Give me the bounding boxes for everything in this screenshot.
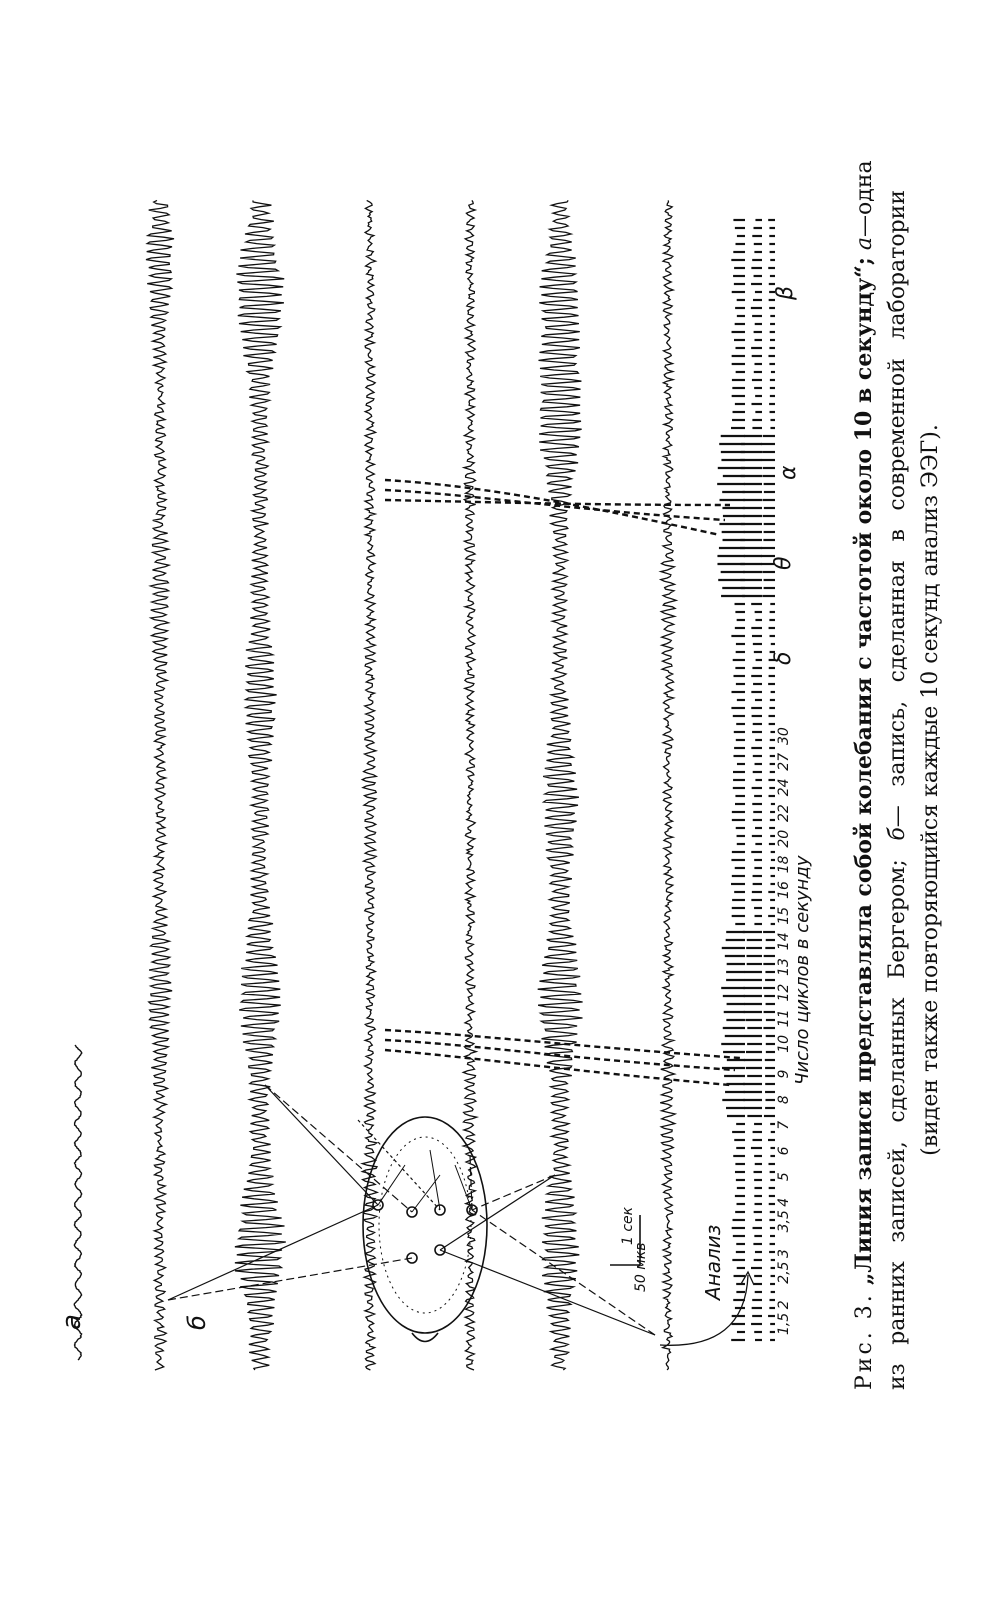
electrode <box>372 1199 384 1211</box>
caption-line-2: из ранних записей, сделанных Бергером; б… <box>881 190 914 1390</box>
cycle-number-label: 18 <box>776 855 792 873</box>
caption-line-3: (виден также повторяющийся каждые 10 сек… <box>918 424 943 1156</box>
band-label-delta: δ <box>771 652 796 665</box>
cycle-number-label: 5 <box>776 1172 792 1181</box>
eeg-channel-trace <box>537 200 583 1371</box>
cycle-number-label: 22 <box>776 804 792 822</box>
cycle-number-label: 20 <box>776 830 792 848</box>
eeg-channel-trace <box>360 199 380 1371</box>
electrode <box>406 1206 418 1218</box>
eeg-channel-trace <box>234 200 286 1371</box>
cycle-number-label: 2 <box>776 1300 792 1309</box>
cycle-number-label: 13 <box>776 958 792 976</box>
caption-fig-prefix: Рис. 3. <box>852 1292 877 1390</box>
panel-b-label: б <box>183 1315 211 1330</box>
cycle-number-label: 16 <box>776 881 792 899</box>
cycle-number-label: 27 <box>776 753 792 771</box>
panel-a-trace <box>73 1044 83 1361</box>
scale-bar <box>610 1215 641 1266</box>
band-label-beta: β <box>773 286 798 301</box>
analysis-guide-lines <box>384 478 741 1087</box>
cycle-number-label: 30 <box>776 727 792 745</box>
cycle-number-label: 7 <box>776 1121 792 1130</box>
caption-line-1-tail: —одна <box>852 160 877 237</box>
eeg-traces <box>145 199 679 1371</box>
analysis-label: Анализ <box>701 1225 725 1302</box>
eeg-channel-trace <box>145 199 175 1371</box>
cycle-number-label: 3,5 <box>776 1210 792 1232</box>
cycles-axis-label: Число циклов в секунду <box>792 855 813 1085</box>
eeg-channel-trace <box>658 200 679 1371</box>
band-label-theta: θ <box>771 556 796 570</box>
cycle-number-label: 3 <box>776 1249 792 1258</box>
electrode <box>434 1244 446 1256</box>
cycle-number-label: 12 <box>776 984 792 1002</box>
panel-a-label: а <box>57 1314 87 1330</box>
analysis-arrow <box>659 1270 755 1346</box>
cycle-number-label: 2,5 <box>776 1261 792 1283</box>
cycle-number-label: 14 <box>776 932 792 950</box>
cycle-number-label: 10 <box>776 1035 792 1053</box>
cycle-number-label: 1,5 <box>776 1313 792 1335</box>
scale-amplitude-label: 50 мкв <box>633 1242 649 1292</box>
caption-line-2-text: из ранних записей, сделанных Бергером; <box>885 859 910 1390</box>
caption-title: „Линия записи представляла собой колебан… <box>851 257 877 1286</box>
cycle-number-label: 9 <box>776 1070 792 1079</box>
cycle-number-labels: 1,5 2 2,5 3 3,5 4 5 6 7 8 9 10 11 12 13 14 15 16 18 20 22 24 2… <box>776 727 792 1335</box>
caption-letter-a: а <box>852 236 877 251</box>
caption-letter-b: б <box>885 827 910 841</box>
cycle-number-label: 11 <box>776 1009 792 1027</box>
caption-line-2-tail: — запись, сделанная в современной лабора… <box>885 190 910 828</box>
cycle-number-label: 6 <box>776 1146 792 1155</box>
electrode <box>434 1204 446 1216</box>
electrode-leads <box>167 1084 656 1336</box>
scale-time-label: 1 сек <box>620 1206 636 1245</box>
eeg-channel-trace <box>461 200 480 1371</box>
cycle-number-label: 4 <box>776 1198 792 1207</box>
electrode <box>406 1252 418 1264</box>
head-diagram <box>362 1116 488 1343</box>
caption-line-1: Рис. 3. „Линия записи представляла собой… <box>848 160 881 1390</box>
frequency-analysis-bars <box>717 218 775 1342</box>
cycle-number-label: 8 <box>776 1095 792 1104</box>
figure-caption: Рис. 3. „Линия записи представляла собой… <box>848 160 947 1390</box>
cycle-number-label: 24 <box>776 778 792 796</box>
cycle-number-label: 15 <box>776 907 792 925</box>
band-label-alpha: α <box>776 465 801 480</box>
